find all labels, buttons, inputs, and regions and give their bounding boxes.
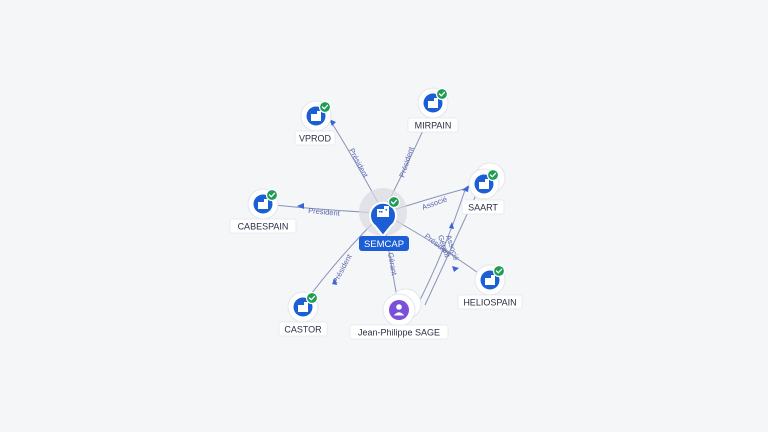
edge-label-mirpain: Président <box>397 145 416 179</box>
node-mirpain[interactable]: MIRPAIN <box>407 87 459 133</box>
verified-check-icon <box>435 87 449 101</box>
verified-check-icon <box>318 100 332 114</box>
node-cabespain[interactable]: CABESPAIN <box>229 188 297 234</box>
map-pin-icon <box>369 201 397 238</box>
edge-jpsage-saart-1 <box>419 189 466 301</box>
building-icon <box>258 199 268 209</box>
node-saart[interactable]: SAART <box>461 162 506 215</box>
edge-label-castor: Président <box>331 252 354 285</box>
node-label: Jean-Philippe SAGE <box>358 328 440 338</box>
building-icon <box>428 98 438 108</box>
edge-arrow <box>332 278 337 285</box>
building-icon <box>485 275 495 285</box>
person-icon <box>393 304 405 316</box>
node-label: SAART <box>468 203 498 213</box>
verified-check-icon <box>492 264 506 278</box>
building-icon <box>311 111 321 121</box>
node-label: CABESPAIN <box>238 222 289 232</box>
node-label: HELIOSPAIN <box>463 298 516 308</box>
edge-arrow <box>449 222 454 229</box>
verified-check-icon <box>387 195 401 209</box>
edge-arrow <box>462 185 469 192</box>
building-icon <box>377 206 389 217</box>
verified-check-icon <box>305 291 319 305</box>
node-label: VPROD <box>299 134 332 144</box>
building-icon <box>479 179 489 189</box>
building-icon <box>298 302 308 312</box>
edge-label-jpsage: Gérant <box>386 252 399 277</box>
node-label: CASTOR <box>284 325 322 335</box>
node-heliospain[interactable]: HELIOSPAIN <box>457 264 523 310</box>
edge-label-vprod: Président <box>347 147 370 180</box>
node-label: MIRPAIN <box>415 121 452 131</box>
node-castor[interactable]: CASTOR <box>278 291 328 337</box>
verified-check-icon <box>486 168 500 182</box>
center-label: SEMCAP <box>364 239 404 250</box>
edge-arrow <box>452 266 459 272</box>
node-jpsage[interactable]: Jean-Philippe SAGE <box>349 288 449 340</box>
edge-label-cabespain: Président <box>308 206 341 218</box>
verified-check-icon <box>265 188 279 202</box>
node-vprod[interactable]: VPROD <box>294 100 336 146</box>
center-label-box <box>359 236 409 251</box>
edge-arrow <box>297 203 304 209</box>
center-node-semcap[interactable]: SEMCAP <box>359 188 409 251</box>
